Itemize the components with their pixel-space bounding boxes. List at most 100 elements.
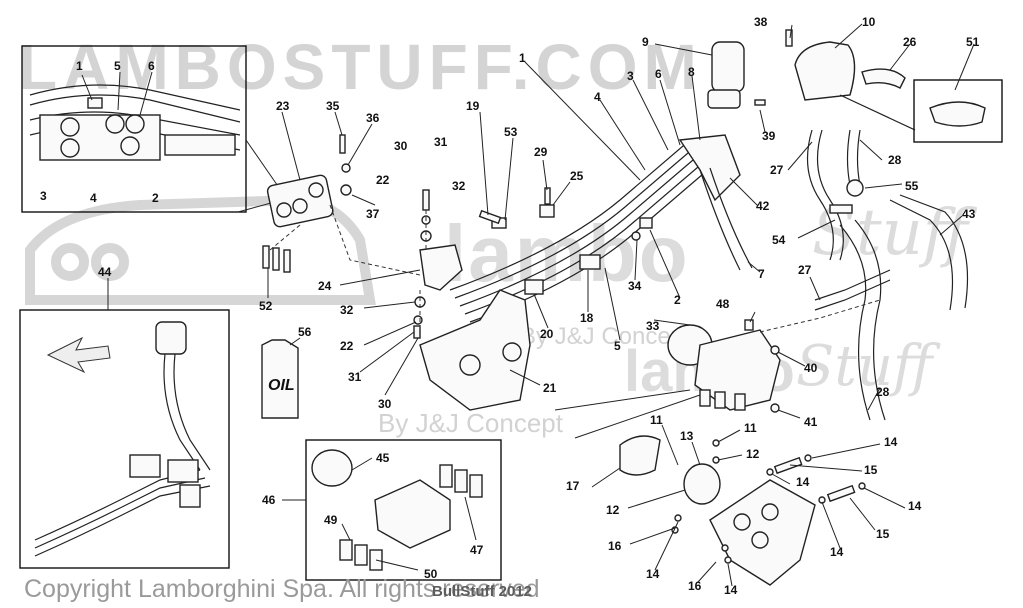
callout: 30 (378, 397, 392, 411)
watermark-by: By J&J Concept (378, 408, 563, 438)
callout: 6 (148, 59, 155, 73)
watermark-script-bottom: Stuff (796, 334, 933, 399)
callout: 47 (470, 543, 484, 557)
callout: 7 (758, 267, 765, 281)
callout: 20 (540, 327, 554, 341)
callout: 27 (798, 263, 812, 277)
callout: 22 (376, 173, 390, 187)
watermark-concept: By J&J Concept (520, 323, 691, 350)
callout: 45 (376, 451, 390, 465)
hose-bundle (449, 134, 753, 323)
callout: 12 (606, 503, 620, 517)
callout: 25 (570, 169, 584, 183)
callout: 51 (966, 35, 980, 49)
bracket-24 (339, 134, 463, 339)
callout: 14 (724, 583, 738, 597)
callout: 11 (744, 421, 757, 435)
bolts-52 (262, 245, 291, 273)
callout: 19 (466, 99, 480, 113)
mount-bracket-21 (419, 289, 531, 411)
callout: 26 (903, 35, 917, 49)
callout: 30 (394, 139, 408, 153)
callout: 14 (646, 567, 660, 581)
callout: 15 (864, 463, 878, 477)
callout: 3 (40, 189, 47, 203)
callout: 56 (298, 325, 312, 339)
pump-assembly (266, 174, 334, 228)
oil-label: OIL (268, 377, 295, 394)
callout: 12 (746, 447, 760, 461)
leader-lines (81, 23, 975, 587)
callout: 1 (76, 59, 83, 73)
callout: 16 (608, 539, 622, 553)
callout: 50 (424, 567, 438, 581)
callout: 6 (655, 67, 662, 81)
callout: 17 (566, 479, 580, 493)
callout: 52 (259, 299, 273, 313)
inset-detail-top-left (21, 45, 247, 213)
callout: 5 (114, 59, 121, 73)
callout: 23 (276, 99, 290, 113)
reservoir-10 (754, 29, 916, 131)
callout: 15 (876, 527, 890, 541)
copyright-notice: Copyright Lamborghini Spa. All rights re… (24, 575, 540, 603)
callout: 22 (340, 339, 354, 353)
clamp-26 (861, 68, 906, 89)
callout: 28 (888, 153, 902, 167)
kit-parts (311, 449, 483, 571)
callout: 10 (862, 15, 876, 29)
return-hoses (806, 129, 969, 421)
callout: 32 (452, 179, 466, 193)
callout: 48 (716, 297, 730, 311)
callout: 37 (366, 207, 380, 221)
callout: 14 (884, 435, 898, 449)
callout-numbers: 1 5 6 3 4 2 23 35 36 37 30 31 22 32 19 5… (40, 15, 980, 597)
callout: 55 (905, 179, 919, 193)
inset-kit-46 (305, 439, 502, 581)
callout: 42 (756, 199, 770, 213)
callout: 14 (830, 545, 844, 559)
callout: 18 (580, 311, 594, 325)
callout: 21 (543, 381, 557, 395)
callout: 35 (326, 99, 340, 113)
inset-hoses (29, 84, 241, 161)
callout: 34 (628, 279, 642, 293)
callout: 53 (504, 125, 518, 139)
valve-block (667, 299, 881, 413)
callout: 44 (98, 265, 112, 279)
callout: 28 (876, 385, 890, 399)
callout: 39 (762, 129, 776, 143)
inset-system-overview (19, 309, 230, 569)
callout: 4 (594, 90, 601, 104)
stamp-text: BullStuff 2012 (432, 583, 533, 600)
callout: 38 (754, 15, 768, 29)
callout: 43 (962, 207, 976, 221)
callout: 9 (642, 35, 649, 49)
callout: 33 (646, 319, 660, 333)
callout: 41 (804, 415, 818, 429)
callout: 14 (908, 499, 922, 513)
callout: 14 (796, 475, 810, 489)
overview-hoses (34, 321, 211, 557)
inset-clamp-51 (913, 79, 1003, 143)
callout: 8 (688, 65, 695, 79)
callout: 49 (324, 513, 338, 527)
lower-bracket (619, 435, 866, 586)
callout: 29 (534, 145, 548, 159)
callout: 40 (804, 361, 818, 375)
callout: 46 (262, 493, 276, 507)
callout: 36 (366, 111, 380, 125)
car-silhouette (25, 194, 376, 305)
callout: 5 (614, 339, 621, 353)
callout: 11 (650, 413, 663, 427)
callout: 13 (680, 429, 694, 443)
callout: 3 (627, 69, 634, 83)
callout: 2 (152, 191, 159, 205)
callout: 24 (318, 279, 332, 293)
callout: 16 (688, 579, 702, 593)
callout: 31 (434, 135, 448, 149)
callout: 32 (340, 303, 354, 317)
callout: 4 (90, 191, 97, 205)
